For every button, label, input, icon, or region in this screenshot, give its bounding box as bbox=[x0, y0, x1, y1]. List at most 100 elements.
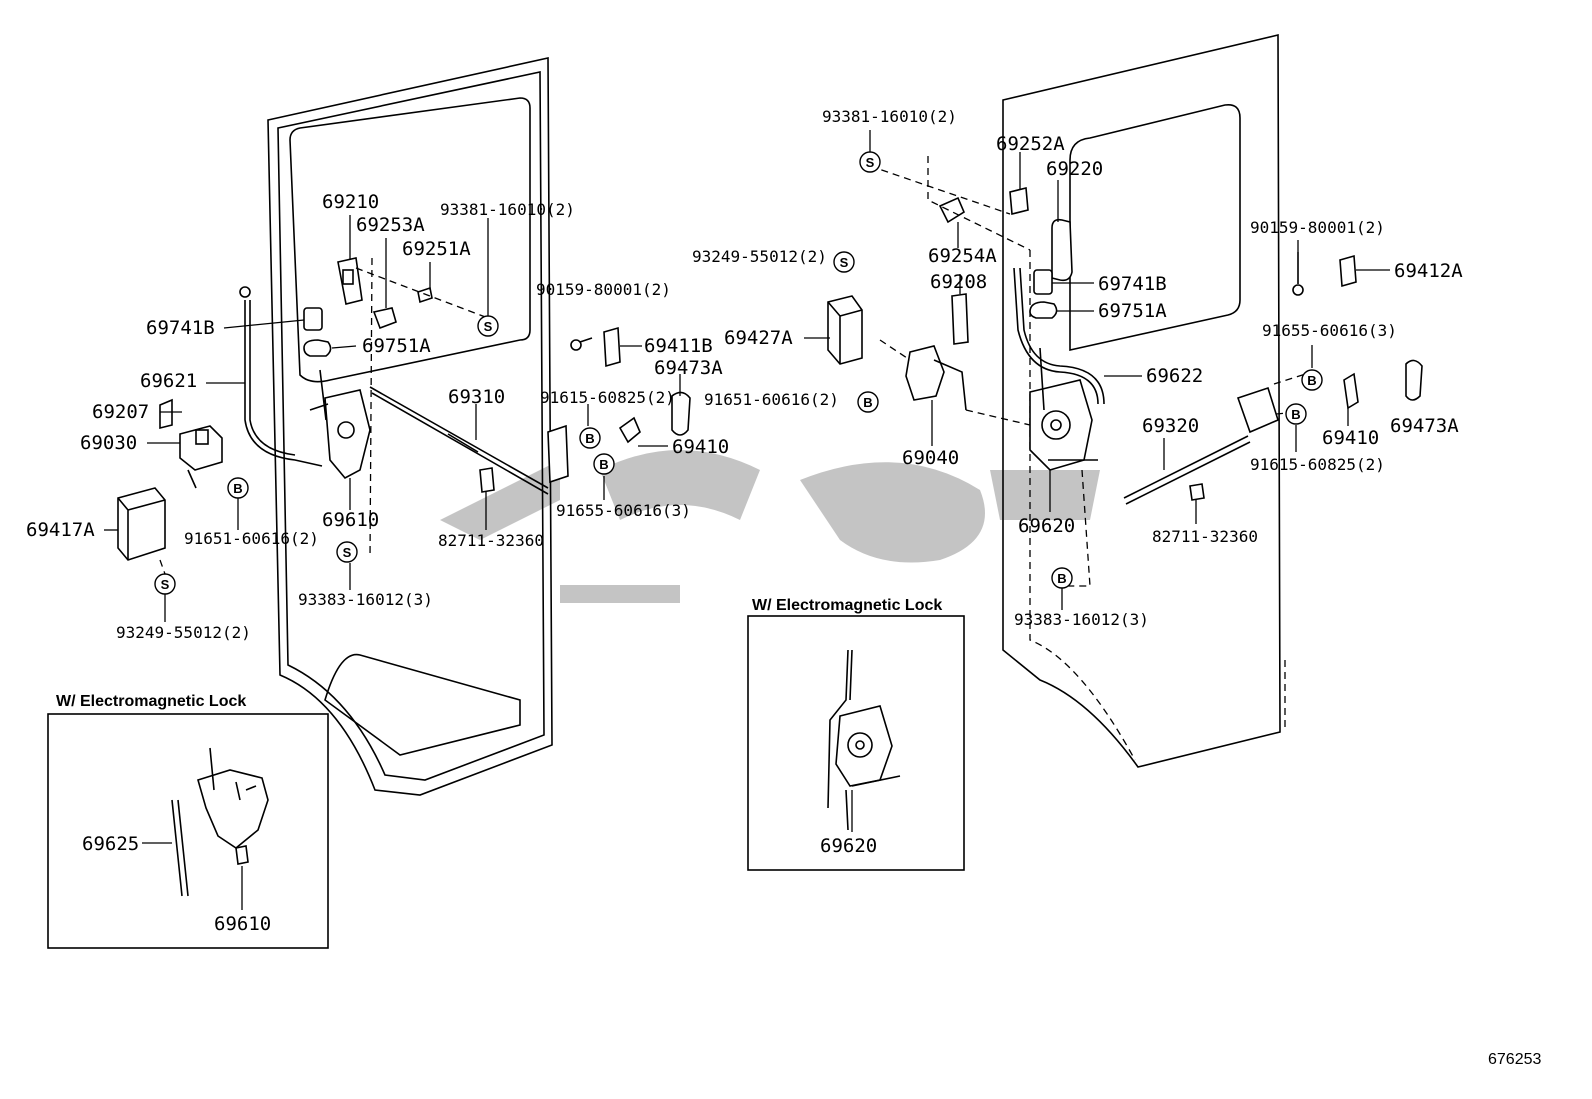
part-69253A bbox=[372, 307, 397, 330]
callout-69412A: 69412A bbox=[1394, 260, 1463, 282]
inset-left-callout-69610: 69610 bbox=[214, 913, 271, 935]
part-69207 bbox=[159, 398, 173, 430]
callout-69622: 69622 bbox=[1146, 365, 1203, 387]
callout-69620: 69620 bbox=[1018, 515, 1075, 537]
part-69621-cable bbox=[239, 286, 323, 467]
part-82711-left bbox=[479, 467, 495, 493]
watermark bbox=[440, 450, 1100, 603]
part-69410-right bbox=[1343, 372, 1359, 410]
part-69473A-left bbox=[671, 391, 691, 436]
part-69620-lock bbox=[1029, 347, 1098, 471]
callout-91615-left: 91615-60825(2) bbox=[540, 388, 675, 407]
callout-93381-right: 93381-16010(2) bbox=[822, 107, 957, 126]
part-screw-90159-left bbox=[570, 337, 593, 351]
callout-69207: 69207 bbox=[92, 401, 149, 423]
callout-69751A-left: 69751A bbox=[362, 335, 431, 357]
part-69622-cable bbox=[1013, 267, 1105, 405]
inset-left-callout-69625: 69625 bbox=[82, 833, 139, 855]
symbol-s-3: S bbox=[154, 573, 176, 595]
part-69220 bbox=[1051, 218, 1073, 282]
callout-82711-left: 82711-32360 bbox=[438, 531, 544, 550]
callout-91655-left: 91655-60616(3) bbox=[556, 501, 691, 520]
part-69427A bbox=[827, 295, 863, 365]
callout-69310: 69310 bbox=[448, 386, 505, 408]
part-69208 bbox=[951, 293, 969, 345]
symbol-b-4: B bbox=[857, 391, 879, 413]
part-screw-90159-right bbox=[1292, 252, 1304, 296]
callout-69427A: 69427A bbox=[724, 327, 793, 349]
left-door-panel bbox=[267, 57, 553, 796]
svg-text:S: S bbox=[161, 577, 170, 592]
symbol-b-5: B bbox=[1301, 369, 1323, 391]
svg-text:S: S bbox=[343, 545, 352, 560]
callout-69741B-right: 69741B bbox=[1098, 273, 1167, 295]
inset-left-title: W/ Electromagnetic Lock bbox=[56, 693, 246, 710]
callout-93381-left: 93381-16010(2) bbox=[440, 200, 575, 219]
svg-text:S: S bbox=[484, 319, 493, 334]
leader-lines bbox=[104, 130, 1390, 622]
inset-center-callout-69620: 69620 bbox=[820, 835, 877, 857]
inset-center-title: W/ Electromagnetic Lock bbox=[752, 597, 942, 614]
callout-93383-right: 93383-16012(3) bbox=[1014, 610, 1149, 629]
part-69254A bbox=[938, 196, 966, 224]
part-69411B bbox=[603, 326, 621, 368]
symbol-s-1: S bbox=[477, 315, 499, 337]
callout-69473A-right: 69473A bbox=[1390, 415, 1459, 437]
callout-91651-center: 91651-60616(2) bbox=[704, 390, 839, 409]
part-69210 bbox=[337, 257, 363, 305]
part-82711-right bbox=[1189, 483, 1205, 501]
callout-93249-left: 93249-55012(2) bbox=[116, 623, 251, 642]
part-69610-lock bbox=[309, 369, 371, 480]
svg-text:B: B bbox=[1291, 407, 1300, 422]
symbol-b-3: B bbox=[593, 453, 615, 475]
callout-69621: 69621 bbox=[140, 370, 197, 392]
part-69473A-right bbox=[1405, 359, 1423, 401]
callout-69210: 69210 bbox=[322, 191, 379, 213]
callout-69251A: 69251A bbox=[402, 238, 471, 260]
symbol-s-4: S bbox=[859, 151, 881, 173]
inset-center: W/ Electromagnetic Lock 69620 bbox=[747, 597, 965, 871]
callout-69411B: 69411B bbox=[644, 335, 713, 357]
svg-text:B: B bbox=[599, 457, 608, 472]
part-69320-rod bbox=[1123, 435, 1251, 505]
figure-number: 676253 bbox=[1488, 1051, 1541, 1068]
svg-text:B: B bbox=[585, 431, 594, 446]
part-69417A bbox=[117, 487, 166, 561]
callout-69220: 69220 bbox=[1046, 158, 1103, 180]
svg-text:B: B bbox=[233, 481, 242, 496]
symbol-b-7: B bbox=[1051, 567, 1073, 589]
symbol-s-5: S bbox=[833, 251, 855, 273]
part-69030 bbox=[179, 425, 223, 489]
callout-93249-center: 93249-55012(2) bbox=[692, 247, 827, 266]
part-69412A bbox=[1339, 254, 1357, 288]
part-striker-right bbox=[1236, 386, 1279, 434]
callout-69208: 69208 bbox=[930, 271, 987, 293]
callout-93383-left: 93383-16012(3) bbox=[298, 590, 433, 609]
callout-69410-left: 69410 bbox=[672, 436, 729, 458]
callout-91651-left: 91651-60616(2) bbox=[184, 529, 319, 548]
callout-69320: 69320 bbox=[1142, 415, 1199, 437]
symbol-b-6: B bbox=[1285, 403, 1307, 425]
callout-69254A: 69254A bbox=[928, 245, 997, 267]
callout-labels: 69210 69253A 93381-16010(2) 69251A 69741… bbox=[26, 107, 1463, 642]
part-69751A-right bbox=[1029, 301, 1058, 319]
callout-82711-right: 82711-32360 bbox=[1152, 527, 1258, 546]
callout-91615-right: 91615-60825(2) bbox=[1250, 455, 1385, 474]
part-69751A-left bbox=[303, 339, 332, 357]
callout-69610: 69610 bbox=[322, 509, 379, 531]
callout-91655-right: 91655-60616(3) bbox=[1262, 321, 1397, 340]
right-door-panel bbox=[1002, 33, 1286, 768]
svg-text:S: S bbox=[866, 155, 875, 170]
part-69741B-right bbox=[1033, 269, 1053, 295]
callout-69410-right: 69410 bbox=[1322, 427, 1379, 449]
callout-90159-right: 90159-80001(2) bbox=[1250, 218, 1385, 237]
part-69252A bbox=[1009, 186, 1029, 216]
symbol-b-2: B bbox=[579, 427, 601, 449]
callout-69473A-left: 69473A bbox=[654, 357, 723, 379]
callout-69751A-right: 69751A bbox=[1098, 300, 1167, 322]
part-69251A bbox=[417, 286, 433, 304]
svg-text:B: B bbox=[1307, 373, 1316, 388]
callout-90159-left: 90159-80001(2) bbox=[536, 280, 671, 299]
